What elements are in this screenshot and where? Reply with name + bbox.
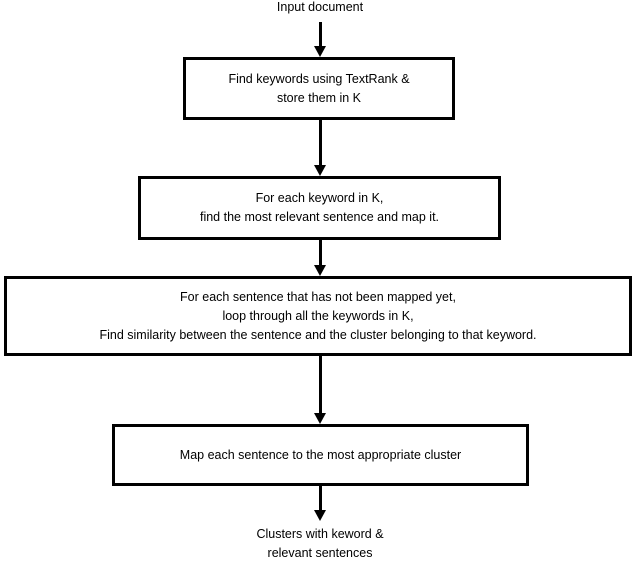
step-find-keywords-text: Find keywords using TextRank & store the… bbox=[228, 71, 410, 105]
arrow-head bbox=[314, 413, 326, 424]
arrow-shaft bbox=[319, 120, 322, 165]
input-document-label: Input document bbox=[276, 0, 364, 14]
step-find-keywords-box[interactable]: Find keywords using TextRank & store the… bbox=[183, 57, 455, 120]
arrow-shaft bbox=[319, 22, 322, 46]
step-similarity-text: For each sentence that has not been mapp… bbox=[99, 289, 537, 342]
arrow-shaft bbox=[319, 356, 322, 413]
arrow-shaft bbox=[319, 240, 322, 265]
step-map-cluster-box[interactable]: Map each sentence to the most appropriat… bbox=[112, 424, 529, 486]
output-clusters-label: Clusters with keword & relevant sentence… bbox=[256, 527, 384, 560]
arrow-head bbox=[314, 510, 326, 521]
arrow-head bbox=[314, 265, 326, 276]
step-map-cluster-text: Map each sentence to the most appropriat… bbox=[179, 447, 462, 462]
step-map-keyword-sentence-box[interactable]: For each keyword in K, find the most rel… bbox=[138, 176, 501, 240]
step-similarity-box[interactable]: For each sentence that has not been mapp… bbox=[4, 276, 632, 356]
step-map-keyword-sentence-text: For each keyword in K, find the most rel… bbox=[199, 191, 440, 224]
arrow-head bbox=[314, 165, 326, 176]
arrow-shaft bbox=[319, 486, 322, 510]
arrow-head bbox=[314, 46, 326, 57]
